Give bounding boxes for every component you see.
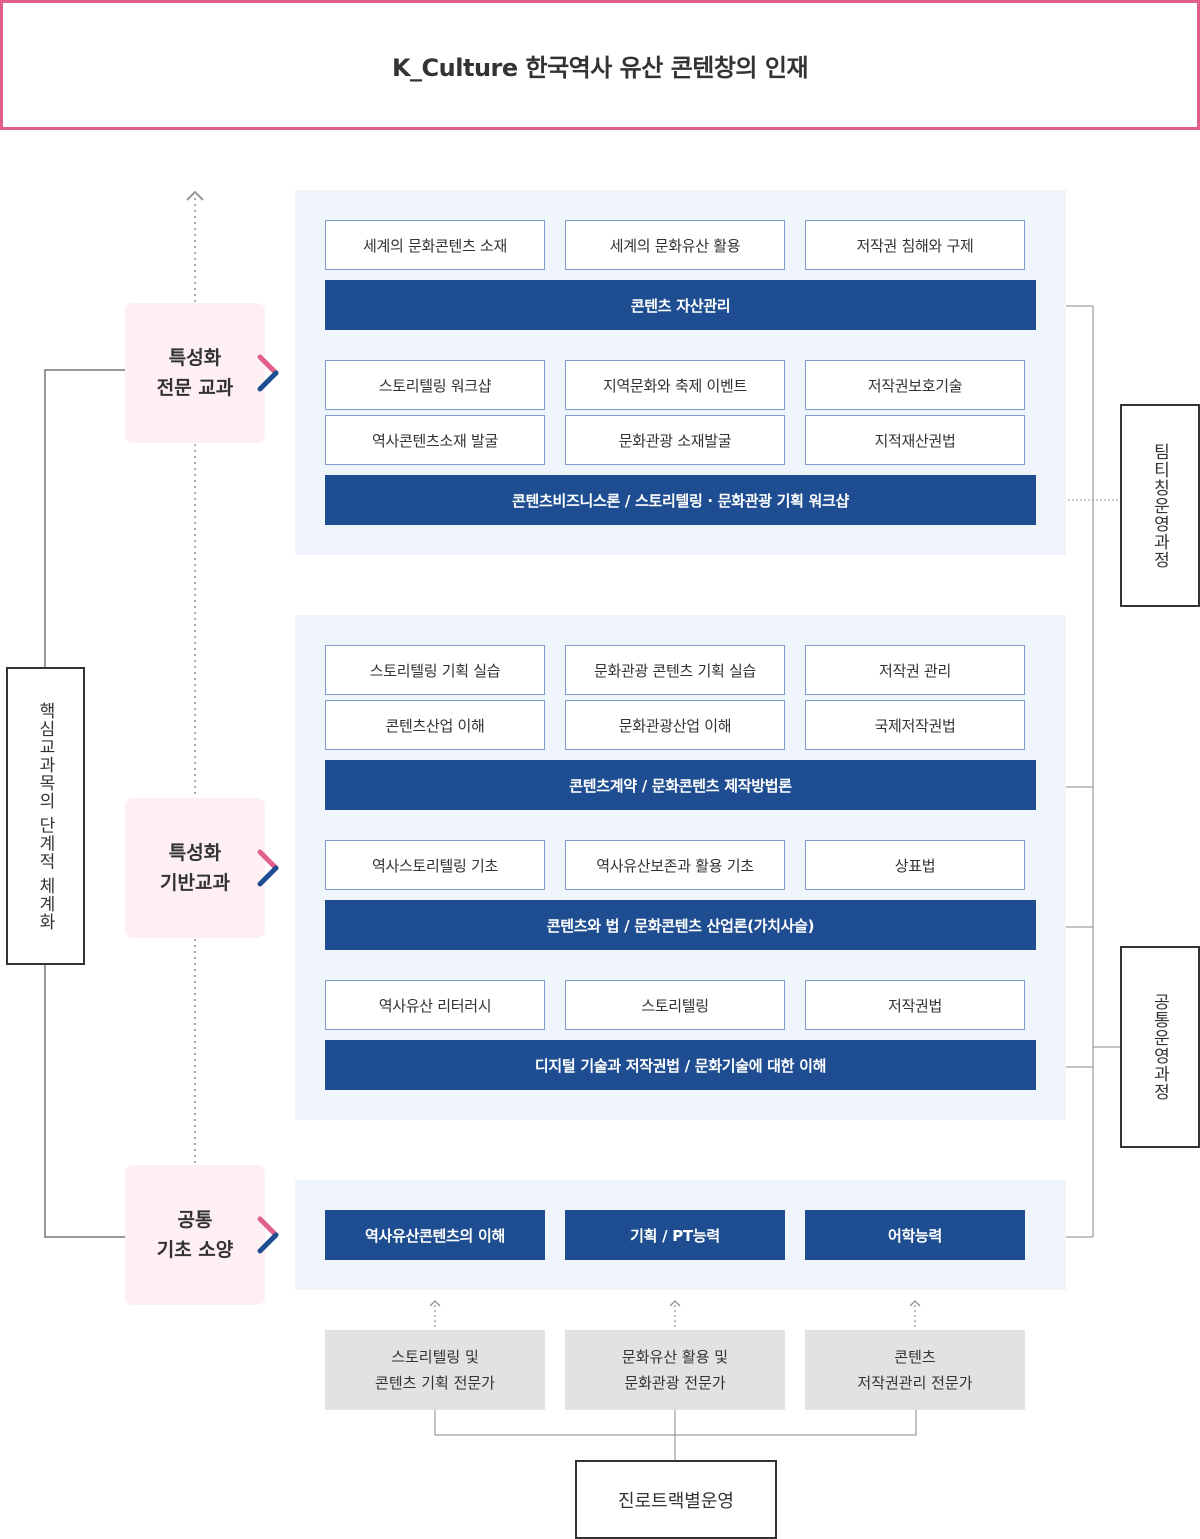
level-label: 공통: [177, 1209, 213, 1231]
common-course-bar: 기획 / PT능력: [565, 1210, 785, 1260]
career-box: 스토리텔링 및 콘텐츠 기획 전문가: [325, 1330, 545, 1410]
level-label: 전문 교과: [156, 377, 234, 399]
course-bar: 디지털 기술과 저작권법 / 문화기술에 대한 이해: [325, 1040, 1036, 1090]
level-foundation: 특성화 기반교과: [125, 798, 265, 938]
career-box: 문화유산 활용 및 문화관광 전문가: [565, 1330, 785, 1410]
course-box: 문화관광 소재발굴: [565, 415, 785, 465]
course-box: 스토리텔링: [565, 980, 785, 1030]
career-track-label: 진로트랙별운영: [618, 1490, 734, 1512]
level-label: 특성화: [168, 347, 222, 369]
course-bar: 콘텐츠와 법 / 문화콘텐츠 산업론(가치사슬): [325, 900, 1036, 950]
core-curriculum-label: 핵심교과목의 단계적 체계화: [35, 701, 55, 931]
course-bar: 콘텐츠 자산관리: [325, 280, 1036, 330]
course-box: 저작권법: [805, 980, 1025, 1030]
chevron-right-icon: [257, 849, 279, 887]
common-course-bar: 역사유산콘텐츠의 이해: [325, 1210, 545, 1260]
course-box: 역사유산보존과 활용 기초: [565, 840, 785, 890]
common-course-label: 공통운영과정: [1149, 993, 1170, 1101]
career-label: 문화유산 활용 및: [621, 1348, 729, 1366]
course-box: 역사스토리텔링 기초: [325, 840, 545, 890]
level-specialized: 특성화 전문 교과: [125, 303, 265, 443]
course-box: 스토리텔링 워크샵: [325, 360, 545, 410]
page-title: K_Culture 한국역사 유산 콘텐창의 인재: [391, 53, 809, 82]
course-box: 저작권 침해와 구제: [805, 220, 1025, 270]
course-box: 상표법: [805, 840, 1025, 890]
course-box: 역사콘텐츠소재 발굴: [325, 415, 545, 465]
course-box: 저작권보호기술: [805, 360, 1025, 410]
course-box: 저작권 관리: [805, 645, 1025, 695]
title-box: K_Culture 한국역사 유산 콘텐창의 인재: [0, 0, 1200, 130]
course-box: 스토리텔링 기획 실습: [325, 645, 545, 695]
course-box: 지역문화와 축제 이벤트: [565, 360, 785, 410]
career-label: 콘텐츠: [894, 1348, 936, 1366]
core-curriculum-box: 핵심교과목의 단계적 체계화: [6, 667, 85, 965]
arrow-up-icon: [186, 190, 204, 201]
chevron-right-icon: [257, 1216, 279, 1254]
course-box: 지적재산권법: [805, 415, 1025, 465]
team-teaching-box: 팀티칭운영과정: [1120, 404, 1200, 607]
course-box: 콘텐츠산업 이해: [325, 700, 545, 750]
level-label: 특성화: [168, 842, 222, 864]
course-box: 국제저작권법: [805, 700, 1025, 750]
course-bar: 콘텐츠계약 / 문화콘텐츠 제작방법론: [325, 760, 1036, 810]
course-box: 세계의 문화유산 활용: [565, 220, 785, 270]
course-box: 역사유산 리터러시: [325, 980, 545, 1030]
course-bar: 콘텐츠비즈니스론 / 스토리텔링 · 문화관광 기획 워크샵: [325, 475, 1036, 525]
career-label: 문화관광 전문가: [624, 1374, 726, 1392]
common-course-box: 공통운영과정: [1120, 946, 1200, 1148]
level-label: 기초 소양: [156, 1239, 234, 1261]
career-label: 저작권관리 전문가: [857, 1374, 973, 1392]
common-course-bar: 어학능력: [805, 1210, 1025, 1260]
career-box: 콘텐츠 저작권관리 전문가: [805, 1330, 1025, 1410]
career-label: 콘텐츠 기획 전문가: [375, 1374, 495, 1392]
level-common: 공통 기초 소양: [125, 1165, 265, 1305]
career-label: 스토리텔링 및: [391, 1348, 479, 1366]
level-label: 기반교과: [160, 872, 230, 894]
course-box: 세계의 문화콘텐츠 소재: [325, 220, 545, 270]
career-track-box: 진로트랙별운영: [575, 1460, 777, 1539]
chevron-right-icon: [257, 354, 279, 392]
team-teaching-label: 팀티칭운영과정: [1149, 442, 1170, 569]
course-box: 문화관광산업 이해: [565, 700, 785, 750]
course-box: 문화관광 콘텐츠 기획 실습: [565, 645, 785, 695]
